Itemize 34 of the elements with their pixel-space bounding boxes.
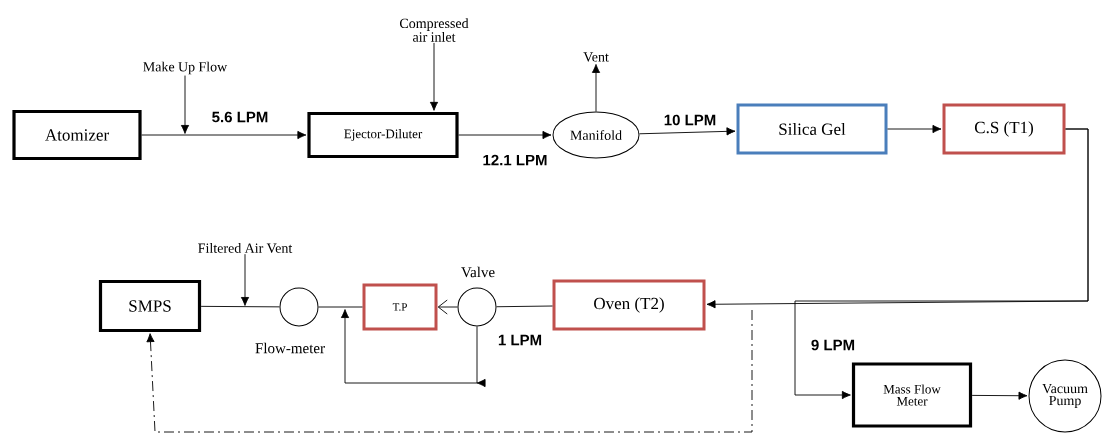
arrow — [437, 299, 458, 315]
meter-circle — [279, 287, 319, 327]
process-box: Silica Gel — [736, 103, 888, 155]
meter-circle — [457, 287, 497, 327]
process-box: Oven (T2) — [552, 279, 706, 331]
edge-label: 12.1 LPM — [481, 153, 549, 167]
process-box: Mass Flow Meter — [851, 362, 973, 428]
edge-label: 5.6 LPM — [210, 110, 270, 124]
node-caption: Flow-meter — [255, 342, 325, 354]
process-box: Atomizer — [12, 109, 142, 161]
process-box: SMPS — [98, 279, 202, 333]
arrow — [141, 130, 307, 140]
process-box: T.P — [362, 283, 438, 331]
node-caption: Valve — [461, 266, 495, 278]
arrow — [429, 42, 439, 111]
arrow — [180, 75, 190, 134]
arrow — [639, 127, 736, 136]
flow-label: Make Up Flow — [143, 61, 228, 75]
edge-label: 9 LPM — [809, 338, 857, 352]
arrow — [591, 64, 601, 112]
arrow — [887, 124, 942, 134]
arrow — [146, 309, 753, 433]
process-box: C.S (T1) — [942, 103, 1066, 155]
arrow — [240, 253, 250, 306]
arrow — [340, 309, 486, 388]
arrow — [458, 130, 552, 140]
arrow — [971, 391, 1028, 400]
flow-label: Compressed air inlet — [400, 18, 469, 42]
flow-label: Filtered Air Vent — [198, 243, 293, 253]
process-box: Ejector-Diluter — [307, 111, 459, 159]
arrow — [794, 128, 1089, 400]
edge-label: 1 LPM — [496, 333, 544, 347]
edge-label: 10 LPM — [662, 113, 718, 127]
flow-label: Vent — [583, 52, 609, 62]
